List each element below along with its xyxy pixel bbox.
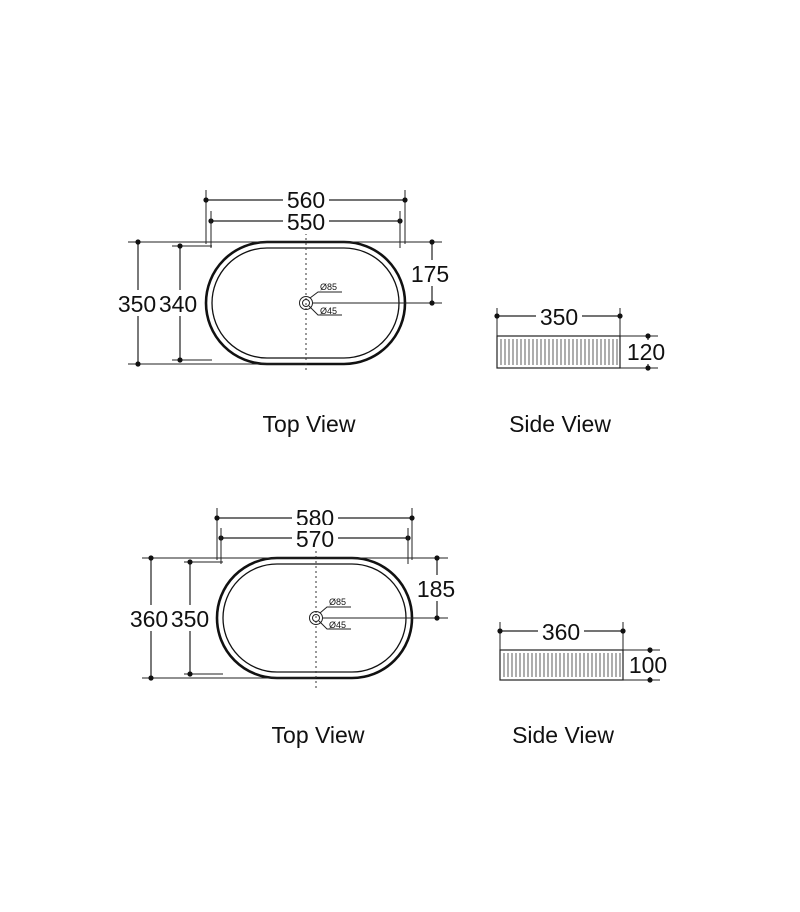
basin-2-inner-depth: 350 <box>171 606 209 632</box>
dim-terminator <box>187 671 193 677</box>
dim-terminator <box>645 333 651 339</box>
dim-terminator <box>497 628 503 634</box>
dim-terminator <box>135 239 141 245</box>
basin-1-waste-leader-85 <box>309 291 342 299</box>
basin-2-waste-inner <box>312 614 320 622</box>
basin-1-top-view-caption: Top View <box>263 411 356 437</box>
basin-2-top-view: Ø85 Ø45 580 570 360 350 <box>130 504 457 748</box>
dim-terminator <box>647 647 653 653</box>
basin-2-side-view: 360 100 Side View <box>497 618 670 748</box>
dim-terminator <box>148 555 154 561</box>
basin-2-inner-width: 570 <box>296 526 334 552</box>
basin-2-side-view-caption: Side View <box>512 722 614 748</box>
basin-2-side-depth: 360 <box>542 619 580 645</box>
basin-1-waste-inner-diameter: Ø45 <box>320 306 337 316</box>
basin-1-waste-outer-diameter: Ø85 <box>320 282 337 292</box>
basin-1-inner-depth: 340 <box>159 291 197 317</box>
basin-1-side-depth: 350 <box>540 304 578 330</box>
dim-terminator <box>429 300 435 306</box>
dim-terminator <box>409 515 415 521</box>
dim-terminator <box>402 197 408 203</box>
basin-2-waste-inner-diameter: Ø45 <box>329 620 346 630</box>
basin-1-fluting <box>500 339 618 365</box>
basin-1-side-view-caption: Side View <box>509 411 611 437</box>
basin-2-waste-outer-diameter: Ø85 <box>329 597 346 607</box>
dim-terminator <box>203 197 209 203</box>
basin-2-waste-leader-85 <box>319 606 351 614</box>
basin-1-side-view: 350 120 Side View <box>494 303 668 437</box>
dim-terminator <box>177 357 183 363</box>
basin-1-waste-inner <box>302 299 310 307</box>
dim-terminator <box>645 365 651 371</box>
basin-2-fluting <box>503 653 621 677</box>
basin-1-inner-width: 550 <box>287 209 325 235</box>
basin-2-waste-leader-45 <box>318 620 351 630</box>
dim-terminator <box>620 628 626 634</box>
dim-terminator <box>177 243 183 249</box>
dim-terminator <box>148 675 154 681</box>
dim-terminator <box>135 361 141 367</box>
dim-terminator <box>494 313 500 319</box>
basin-1-waste-offset: 175 <box>411 261 449 287</box>
dim-terminator <box>434 555 440 561</box>
dim-terminator <box>214 515 220 521</box>
basin-2-overall-depth: 360 <box>130 606 168 632</box>
basin-1-waste-leader-45 <box>308 305 342 316</box>
dim-terminator <box>429 239 435 245</box>
basin-1-top-view: Ø85 Ø45 560 550 350 340 <box>118 186 452 437</box>
basin-1-side-body <box>496 335 621 369</box>
basin-2-top-view-caption: Top View <box>272 722 365 748</box>
dim-terminator <box>187 559 193 565</box>
dim-terminator <box>647 677 653 683</box>
basin-2-waste-offset: 185 <box>417 576 455 602</box>
basin-1-side-height: 120 <box>627 339 665 365</box>
basin-1-overall-depth: 350 <box>118 291 156 317</box>
dim-terminator <box>617 313 623 319</box>
basin-2-side-height: 100 <box>629 652 667 678</box>
dim-terminator <box>434 615 440 621</box>
basin-2-side-body <box>499 649 624 681</box>
